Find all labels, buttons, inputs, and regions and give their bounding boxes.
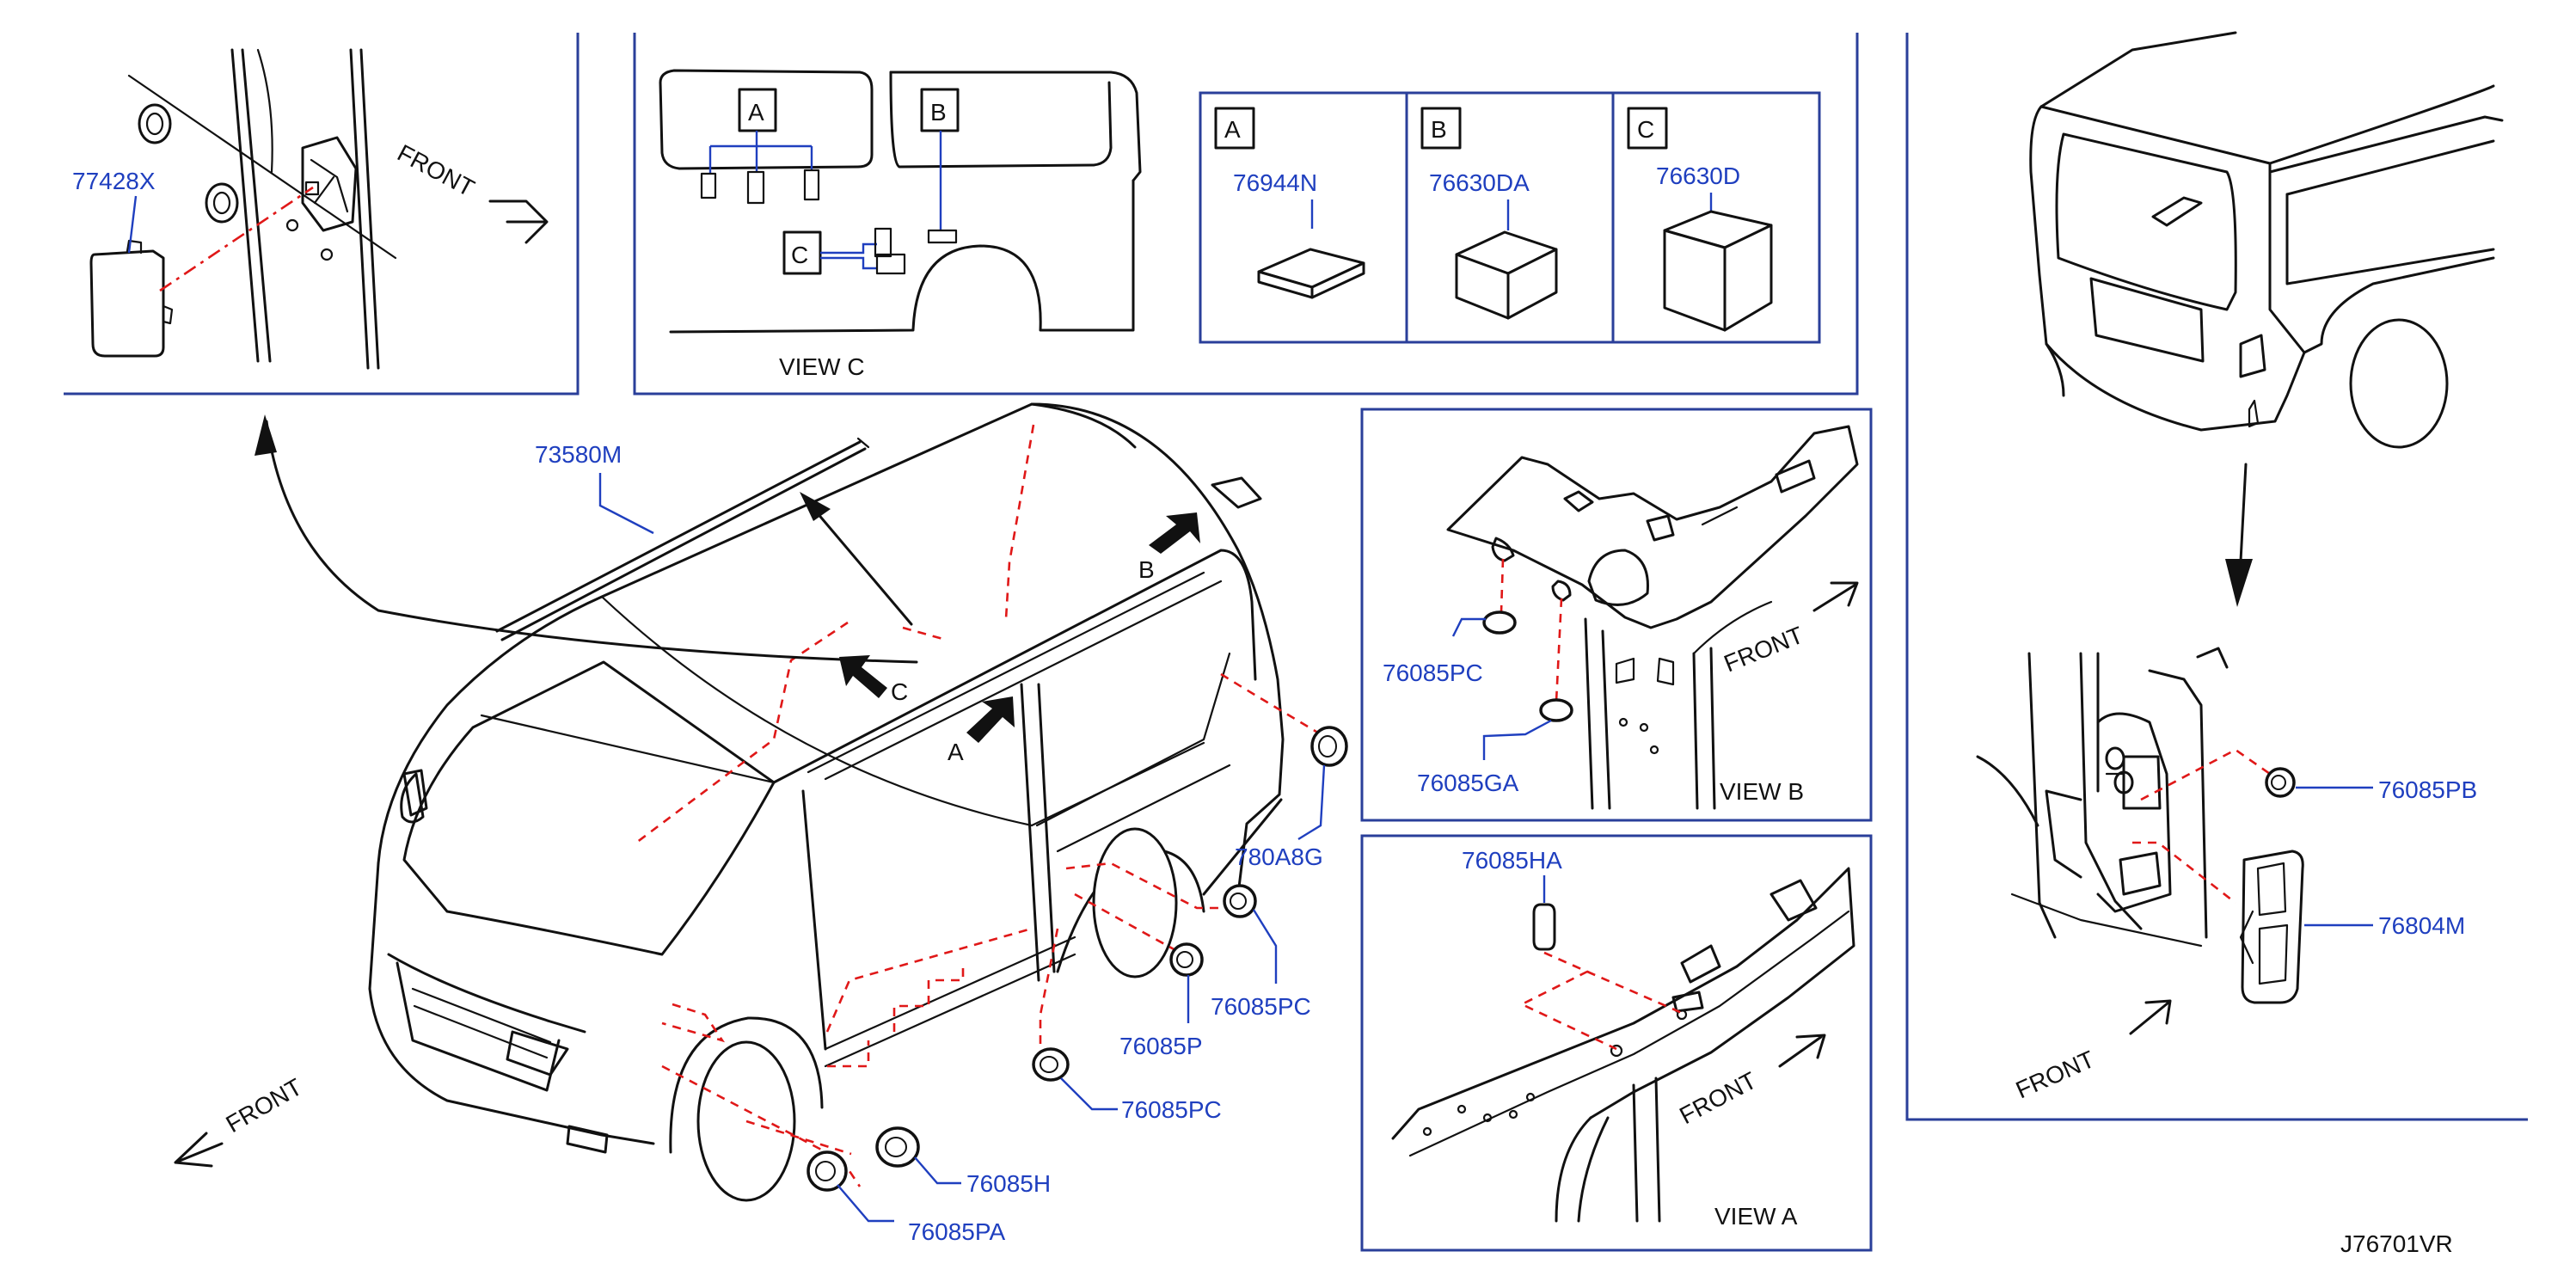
callout-letter-c: C bbox=[891, 678, 908, 705]
part-label-76085p: 76085P bbox=[1119, 1033, 1203, 1059]
view-c-title: VIEW C bbox=[779, 353, 865, 380]
part-label-76085pa: 76085PA bbox=[908, 1218, 1005, 1245]
front-arrow-main bbox=[174, 1132, 224, 1168]
part-label-76085h: 76085H bbox=[966, 1170, 1051, 1197]
view-b-panel: 76085PC 76085GA FRONT VIEW B bbox=[1383, 425, 1859, 810]
view-c-box-c bbox=[782, 230, 822, 275]
arrow-down-icon bbox=[2225, 559, 2253, 607]
callout-letter-a: A bbox=[948, 739, 964, 765]
front-label-top-left: FRONT bbox=[393, 139, 479, 202]
part-label-76085pc-view-b: 76085PC bbox=[1383, 659, 1483, 686]
legend-letter-c: C bbox=[1637, 116, 1654, 143]
view-c-letter-c: C bbox=[791, 242, 808, 268]
legend-part-c: 76630D bbox=[1656, 163, 1740, 189]
arrow-a-icon bbox=[966, 696, 1015, 743]
front-arrow-view-b bbox=[1812, 581, 1859, 612]
legend-part-a: 76944N bbox=[1233, 169, 1317, 196]
front-label-view-a: FRONT bbox=[1675, 1067, 1761, 1130]
view-c-panel: A B C VIEW C bbox=[659, 69, 1142, 380]
part-label-73580m: 73580M bbox=[535, 441, 622, 468]
arrow-c-icon bbox=[839, 655, 887, 698]
front-label-view-b: FRONT bbox=[1720, 622, 1807, 678]
legend-part-b: 76630DA bbox=[1429, 169, 1530, 196]
arrow-b-icon bbox=[1149, 512, 1200, 554]
top-left-detail: 77428X FRONT bbox=[72, 48, 549, 370]
view-c-box-b bbox=[920, 88, 960, 132]
view-a-title: VIEW A bbox=[1714, 1203, 1798, 1230]
part-label-76085ga: 76085GA bbox=[1417, 770, 1519, 796]
front-arrow-rear bbox=[2129, 999, 2172, 1035]
legend-letter-b: B bbox=[1431, 116, 1447, 143]
legend-letter-a: A bbox=[1224, 116, 1241, 143]
front-arrow-view-a bbox=[1778, 1034, 1826, 1068]
legend-panel: A 76944N B 76630DA C 76630D bbox=[1214, 107, 1773, 332]
panel-frames bbox=[64, 33, 2528, 1252]
front-label-main: FRONT bbox=[222, 1073, 307, 1138]
front-arrow-top-left bbox=[488, 199, 549, 244]
part-label-780a8g: 780A8G bbox=[1235, 844, 1323, 870]
view-b-title: VIEW B bbox=[1720, 778, 1804, 805]
callout-letter-b: B bbox=[1138, 556, 1155, 583]
main-van-callouts: 780A8G 76085PC 76085P 76085PC 76085H 760… bbox=[837, 764, 1326, 1245]
main-van-grommets bbox=[807, 726, 1348, 1192]
part-label-77428x: 77428X bbox=[72, 168, 156, 194]
rear-van-panel: 76085PB 76804M FRONT bbox=[1976, 31, 2504, 1104]
view-c-letter-a: A bbox=[748, 99, 764, 126]
diagram-code: J76701VR bbox=[2340, 1230, 2453, 1257]
part-label-76804m: 76804M bbox=[2378, 912, 2465, 939]
part-label-76085pc-lower: 76085PC bbox=[1121, 1096, 1222, 1123]
part-label-76085pc-upper: 76085PC bbox=[1211, 993, 1311, 1020]
part-label-76085ha: 76085HA bbox=[1462, 847, 1562, 874]
part-label-76085pb: 76085PB bbox=[2378, 776, 2477, 803]
front-label-rear: FRONT bbox=[2012, 1046, 2099, 1104]
view-a-panel: 76085HA FRONT VIEW A bbox=[1391, 847, 1855, 1230]
view-c-letter-b: B bbox=[930, 99, 947, 126]
